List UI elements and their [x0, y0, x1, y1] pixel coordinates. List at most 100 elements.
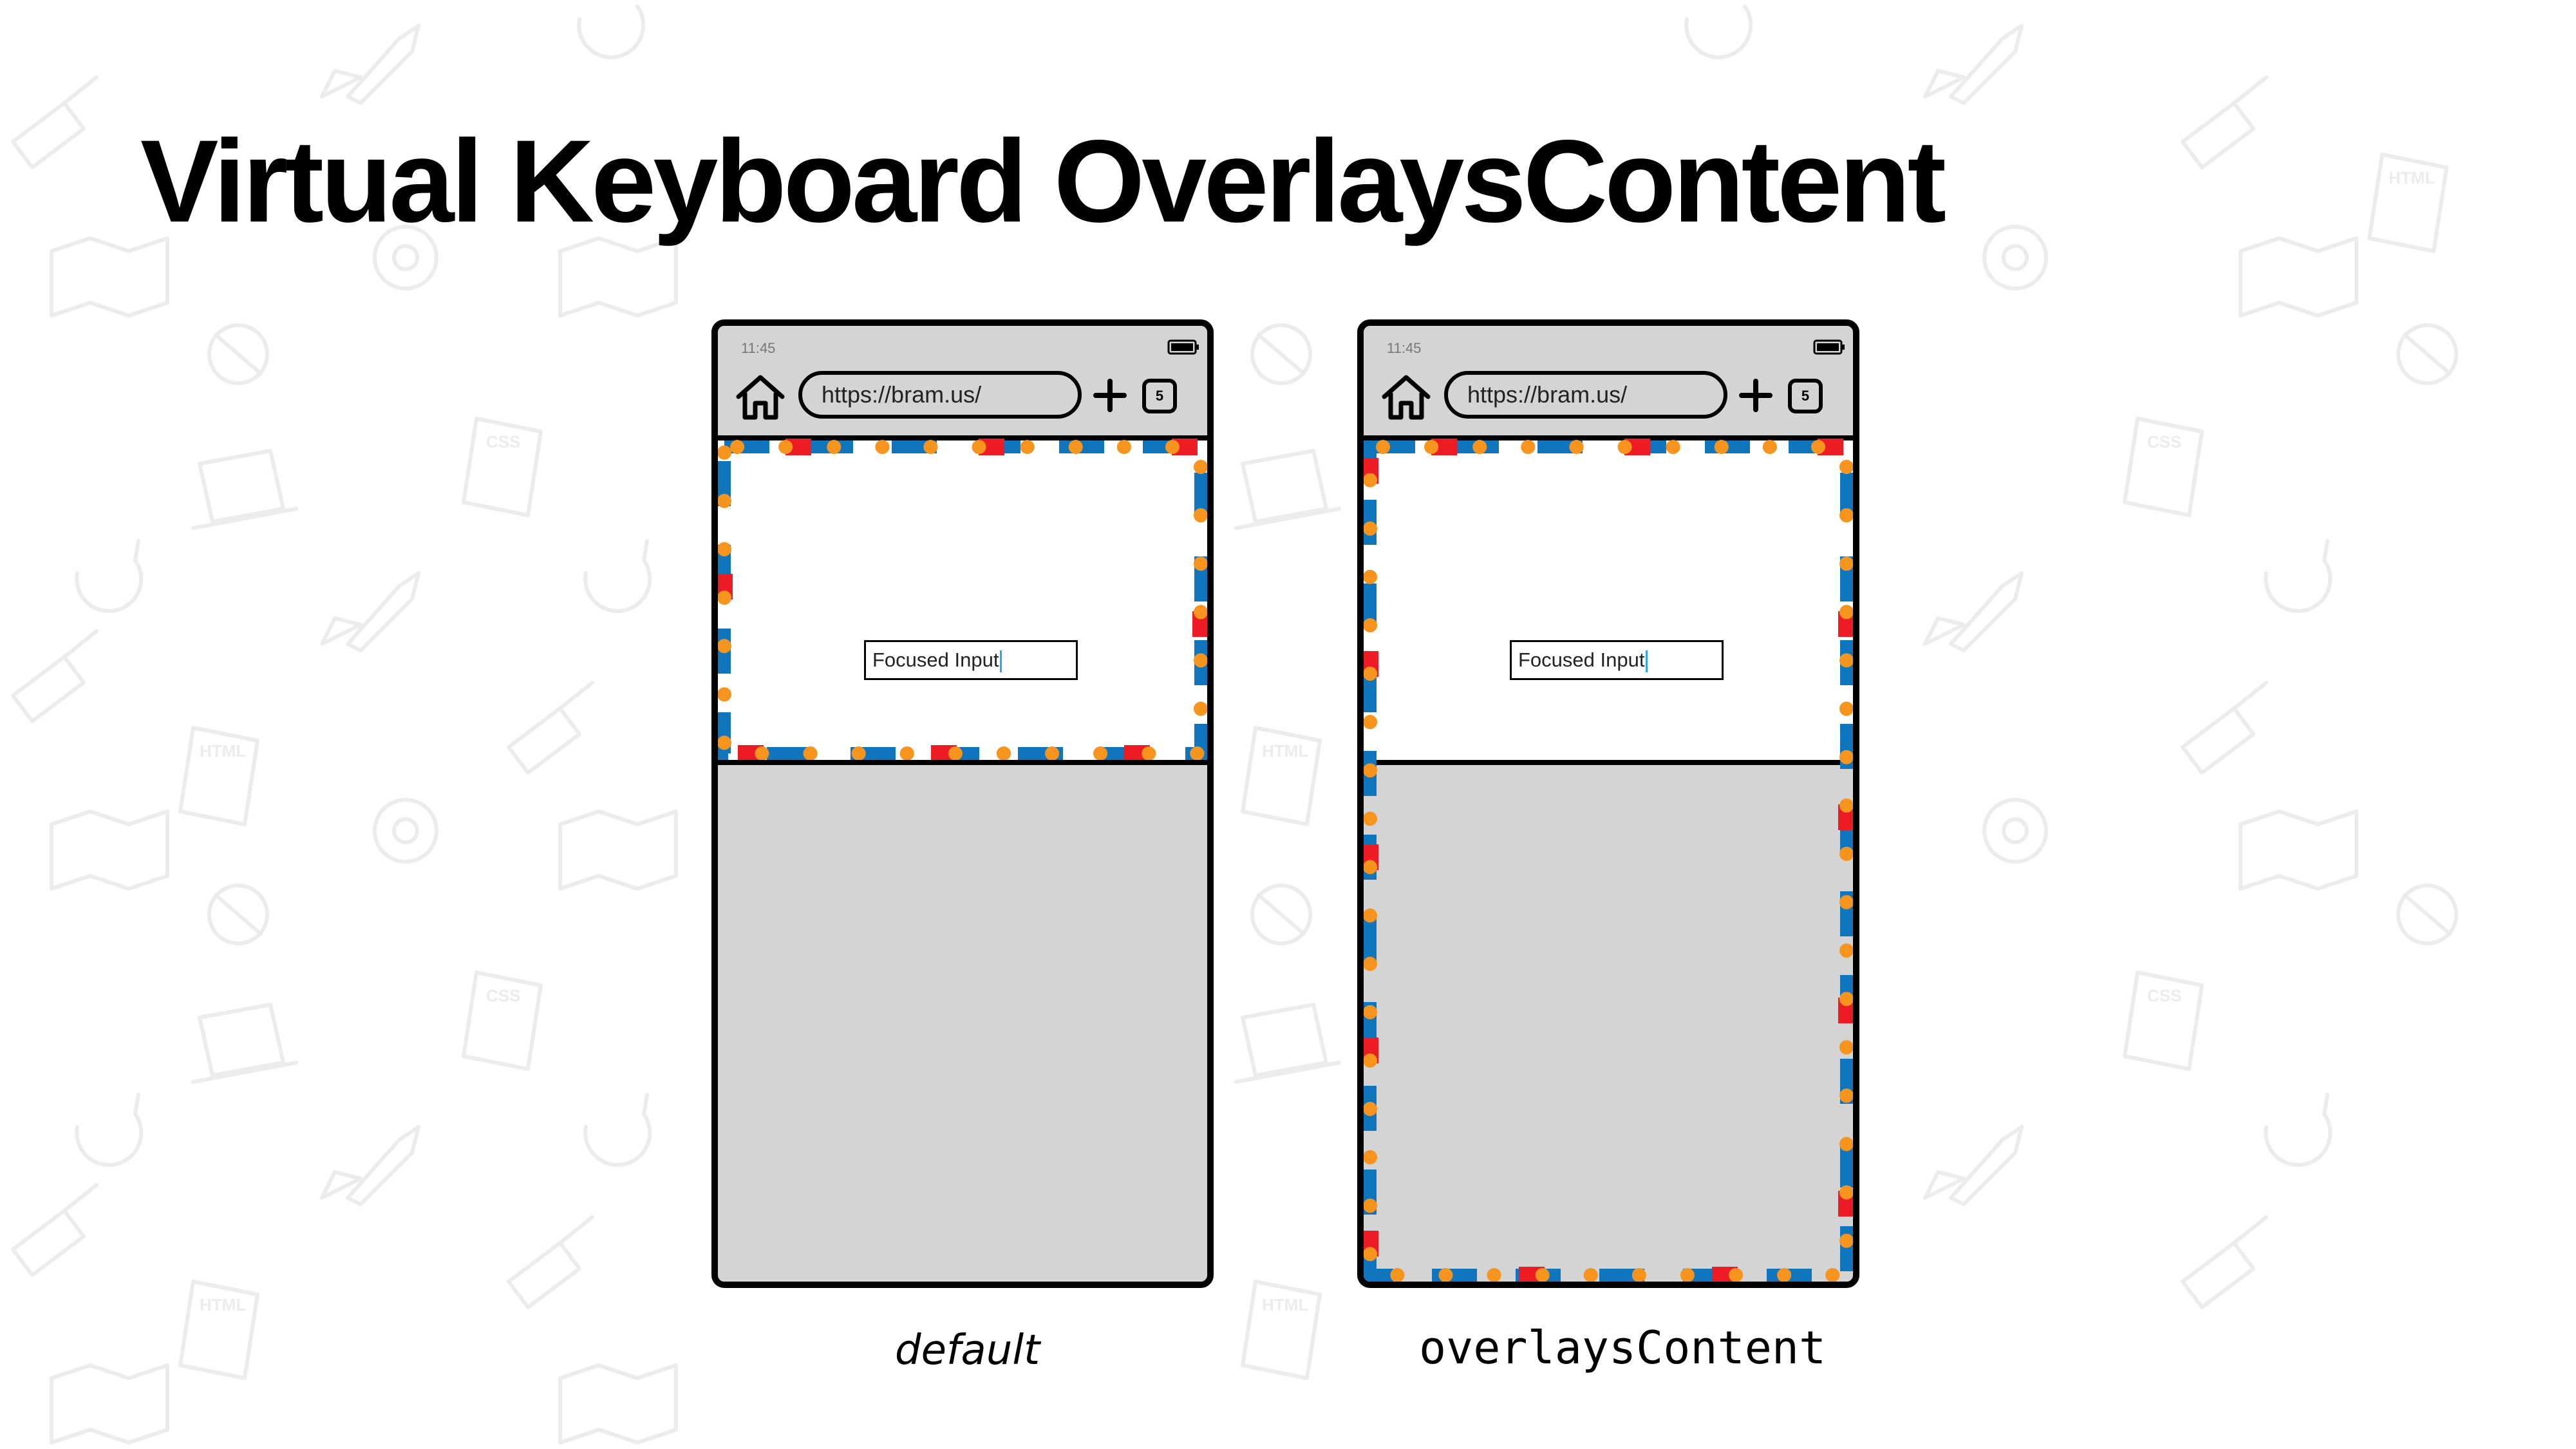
refresh-doodle-icon [583, 539, 652, 613]
plus-icon[interactable] [1739, 379, 1772, 412]
status-time: 11:45 [741, 340, 776, 356]
html-file-doodle-icon: HTML [178, 726, 259, 826]
refresh-doodle-icon [2264, 539, 2333, 613]
satellite-doodle-icon [507, 681, 594, 775]
ring-doodle-icon [373, 225, 438, 290]
globe-doodle-icon [2396, 323, 2458, 385]
plus-icon[interactable] [1093, 379, 1127, 412]
viewport-border-blue [1364, 440, 1853, 1282]
refresh-doodle-icon [1684, 5, 1753, 59]
refresh-doodle-icon [583, 1093, 652, 1167]
background-doodles: HTML HTML HTML HTML HTML CSS CSS CSS CSS [11, 5, 2458, 1444]
text-caret [1646, 650, 1648, 672]
svg-text:CSS: CSS [2147, 432, 2181, 451]
html-file-doodle-icon: HTML [1241, 726, 1322, 826]
css-file-doodle-icon: CSS [2123, 971, 2204, 1071]
phone-mockup-default: 11:45 https://bram.us/ 5 Focused Input [711, 319, 1214, 1288]
focused-input-text: Focused Input [872, 649, 999, 671]
viewport-border-red [718, 439, 1207, 762]
refresh-doodle-icon [75, 539, 144, 613]
svg-text:HTML: HTML [1262, 741, 1308, 761]
slide-title: Virtual Keyboard OverlaysContent [140, 115, 1946, 247]
map-doodle-icon [558, 236, 678, 317]
caption-overlays-content: overlaysContent [1419, 1321, 1827, 1374]
virtual-keyboard-area [1364, 760, 1853, 1282]
map-doodle-icon [50, 1363, 169, 1444]
browser-chrome: 11:45 https://bram.us/ 5 [1364, 326, 1853, 440]
satellite-doodle-icon [11, 629, 99, 723]
visual-viewport-outline [718, 439, 1207, 762]
focused-input[interactable]: Focused Input [1510, 640, 1724, 680]
satellite-doodle-icon [11, 1183, 99, 1277]
satellite-doodle-icon [2181, 1215, 2268, 1309]
globe-doodle-icon [207, 884, 269, 945]
url-bar[interactable]: https://bram.us/ [798, 371, 1082, 419]
virtual-keyboard-area [718, 760, 1207, 1282]
tab-count-button[interactable]: 5 [1142, 379, 1177, 413]
rocket-doodle-icon [320, 24, 420, 105]
satellite-doodle-icon [11, 75, 99, 169]
css-file-doodle-icon: CSS [462, 417, 543, 517]
svg-text:CSS: CSS [2147, 986, 2181, 1005]
page-content [1364, 440, 1853, 760]
laptop-doodle-icon [1234, 449, 1341, 530]
html-file-doodle-icon: HTML [2367, 153, 2449, 253]
status-time: 11:45 [1387, 340, 1422, 356]
svg-text:HTML: HTML [200, 741, 246, 761]
rocket-doodle-icon [1923, 1125, 2024, 1206]
tab-count-button[interactable]: 5 [1788, 379, 1823, 413]
ring-doodle-icon [373, 798, 438, 864]
refresh-doodle-icon [75, 1093, 144, 1167]
rocket-doodle-icon [320, 571, 420, 652]
css-file-doodle-icon: CSS [462, 971, 543, 1071]
map-doodle-icon [2239, 810, 2358, 891]
map-doodle-icon [50, 810, 169, 891]
browser-chrome: 11:45 https://bram.us/ 5 [718, 326, 1207, 440]
home-icon[interactable] [735, 372, 786, 422]
svg-text:HTML: HTML [2389, 168, 2435, 187]
focused-input[interactable]: Focused Input [864, 640, 1078, 680]
html-file-doodle-icon: HTML [178, 1280, 259, 1380]
page-content [718, 440, 1207, 760]
viewport-border-blue [718, 440, 1207, 760]
rocket-doodle-icon [320, 1125, 420, 1206]
laptop-doodle-icon [191, 449, 298, 530]
battery-icon [1813, 339, 1845, 355]
visual-viewport-outline [1364, 439, 1853, 1282]
globe-doodle-icon [2396, 884, 2458, 945]
focused-input-text: Focused Input [1518, 649, 1645, 671]
map-doodle-icon [2239, 236, 2358, 317]
caption-default: default [895, 1327, 1040, 1374]
viewport-border-orange-dots [718, 440, 1207, 761]
html-file-doodle-icon: HTML [1241, 1280, 1322, 1380]
ring-doodle-icon [1982, 798, 2048, 864]
refresh-doodle-icon [577, 5, 646, 59]
map-doodle-icon [50, 236, 169, 317]
phone-mockup-overlays-content: 11:45 https://bram.us/ 5 Focused Input [1357, 319, 1859, 1288]
svg-text:HTML: HTML [1262, 1295, 1308, 1314]
map-doodle-icon [558, 810, 678, 891]
laptop-doodle-icon [191, 1003, 298, 1084]
satellite-doodle-icon [2181, 681, 2268, 775]
home-icon[interactable] [1380, 372, 1432, 422]
satellite-doodle-icon [2181, 75, 2268, 169]
url-bar[interactable]: https://bram.us/ [1444, 371, 1727, 419]
globe-doodle-icon [207, 323, 269, 385]
ring-doodle-icon [1982, 225, 2048, 290]
satellite-doodle-icon [507, 1215, 594, 1309]
battery-icon [1167, 339, 1199, 355]
globe-doodle-icon [1250, 323, 1312, 385]
svg-text:CSS: CSS [486, 432, 520, 451]
viewport-border-red [1364, 439, 1853, 1282]
text-caret [1000, 650, 1002, 672]
map-doodle-icon [558, 1363, 678, 1444]
svg-text:HTML: HTML [200, 1295, 246, 1314]
rocket-doodle-icon [1923, 571, 2024, 652]
rocket-doodle-icon [1923, 24, 2024, 105]
refresh-doodle-icon [2264, 1093, 2333, 1167]
globe-doodle-icon [1250, 884, 1312, 945]
viewport-border-orange-dots [1364, 440, 1853, 1282]
css-file-doodle-icon: CSS [2123, 417, 2204, 517]
svg-text:CSS: CSS [486, 986, 520, 1005]
